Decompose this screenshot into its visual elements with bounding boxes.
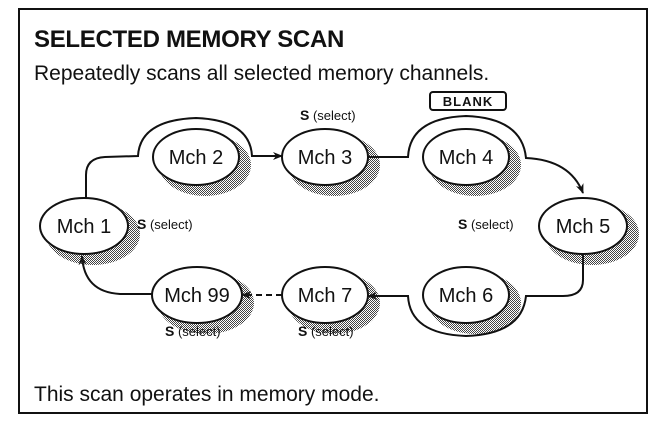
node-label: Mch 6 [439, 285, 493, 307]
select-text: (select) [312, 108, 356, 123]
channel-node-mch99: Mch 99 [151, 266, 254, 334]
select-text: (select) [470, 217, 514, 232]
select-label-mch3: S (select) [300, 107, 356, 123]
node-ellipse [422, 128, 510, 186]
node-ellipse [152, 128, 240, 186]
node-label: Mch 5 [556, 216, 610, 238]
channel-node-mch3: Mch 3 [281, 128, 380, 196]
diagram-frame [18, 8, 648, 414]
select-key: S [137, 216, 147, 232]
channel-node-mch7: Mch 7 [281, 266, 380, 334]
node-ellipse [281, 266, 369, 324]
select-key: S [165, 323, 175, 339]
node-label: Mch 1 [57, 216, 111, 238]
node-ellipse [281, 128, 369, 186]
blank-badge: BLANK [429, 91, 507, 111]
select-key: S [298, 323, 308, 339]
node-label: Mch 4 [439, 147, 493, 169]
channel-node-mch2: Mch 2 [152, 128, 251, 196]
node-label: Mch 99 [164, 285, 230, 307]
path-mch3-to-mch5 [368, 114, 584, 194]
channel-node-mch4: Mch 4 [422, 128, 521, 196]
select-text: (select) [310, 324, 354, 339]
path-mch1-to-mch3 [85, 116, 283, 198]
channel-node-mch1: Mch 1 [39, 197, 140, 265]
select-key: S [300, 107, 310, 123]
node-ellipse [151, 266, 243, 324]
select-label-mch99: S (select) [165, 323, 221, 339]
select-label-mch1: S (select) [137, 216, 193, 232]
node-ellipse [422, 266, 510, 324]
select-key: S [458, 216, 468, 232]
channel-node-mch6: Mch 6 [422, 266, 521, 334]
path-mch5-to-mch7 [367, 254, 584, 338]
select-text: (select) [177, 324, 221, 339]
description: Repeatedly scans all selected memory cha… [34, 62, 490, 85]
page-title: SELECTED MEMORY SCAN [34, 26, 345, 53]
select-label-mch5: S (select) [458, 216, 514, 232]
channel-node-mch5: Mch 5 [538, 197, 639, 265]
node-label: Mch 3 [298, 147, 352, 169]
footer-note: This scan operates in memory mode. [34, 383, 380, 406]
node-ellipse [39, 197, 129, 255]
node-ellipse [538, 197, 628, 255]
select-text: (select) [149, 217, 193, 232]
node-label: Mch 2 [169, 147, 223, 169]
select-label-mch7: S (select) [298, 323, 354, 339]
node-label: Mch 7 [298, 285, 352, 307]
